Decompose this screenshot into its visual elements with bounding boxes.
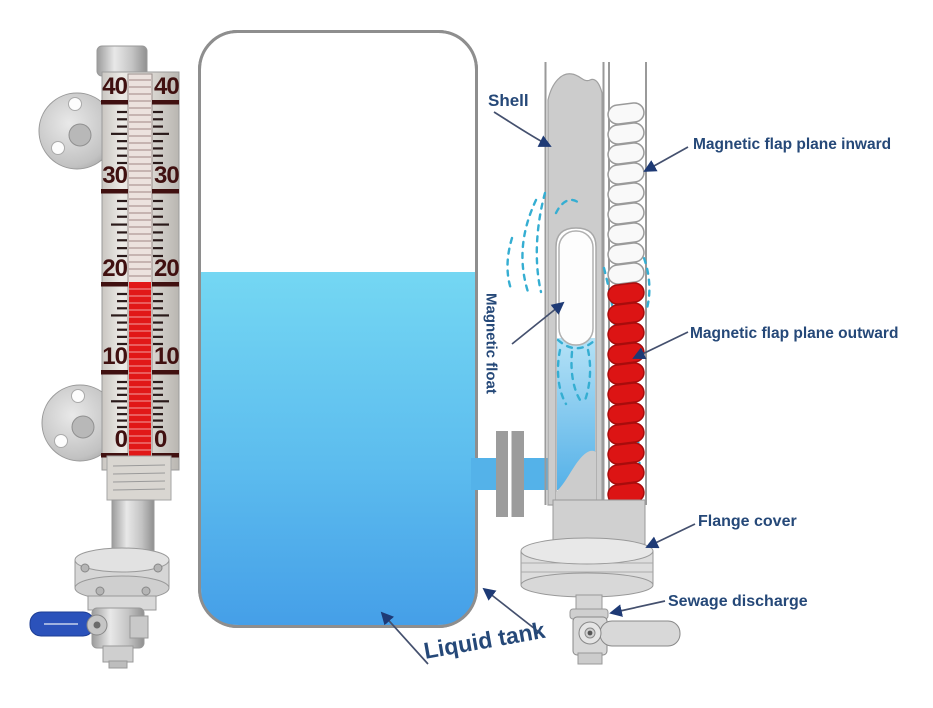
sewage-valve-handle [599, 620, 681, 647]
scale-value-right-0: 0 [154, 426, 167, 453]
label-shell: Shell [488, 91, 529, 110]
scale-value-right-30: 30 [154, 162, 180, 189]
flap-red [607, 302, 645, 325]
scale-value-left-0: 0 [114, 426, 128, 453]
flap-white [607, 202, 645, 225]
gauge-red-indicator [129, 282, 151, 456]
magnetic-float-arrow [511, 301, 565, 345]
flap-white [607, 102, 645, 125]
liquid-tank-arrow-left [380, 611, 429, 665]
flap-outward-arrow [632, 331, 689, 360]
flap-red [607, 462, 645, 485]
scale-value-right-10: 10 [154, 343, 180, 370]
tank-liquid [201, 272, 475, 625]
flap-inward-arrow [643, 146, 689, 172]
gauge-scale-marks [101, 100, 179, 458]
cutaway-schematic [506, 62, 681, 665]
connecting-pipe [471, 431, 558, 517]
annotation-arrows [380, 111, 696, 665]
window-bottom [556, 450, 596, 505]
flap-red [607, 382, 645, 405]
flap-red [607, 342, 645, 365]
magnetic-float-shape [558, 230, 594, 346]
sewage-valve [569, 594, 681, 665]
scale-value-left-10: 10 [102, 343, 128, 370]
scale-value-left-20: 20 [102, 255, 128, 282]
flap-white [607, 222, 645, 245]
flap-white [607, 242, 645, 265]
scale-value-left-40: 40 [102, 73, 128, 100]
liquid-tank-arrow-right [482, 587, 545, 637]
label-magnetic-float: Magnetic float [482, 293, 500, 394]
flap-red [607, 282, 645, 305]
flap-red [607, 422, 645, 445]
flap-red [607, 362, 645, 385]
scale-value-left-30: 30 [102, 162, 128, 189]
flap-column [607, 102, 645, 505]
gauge-bottom-assembly [29, 499, 170, 669]
gauge-photo [29, 45, 180, 669]
flap-white [607, 122, 645, 145]
label-flap-outward: Magnetic flap plane outward [690, 325, 899, 342]
sewage-arrow [609, 600, 666, 617]
flap-red [607, 402, 645, 425]
gauge-nameplate [106, 455, 172, 501]
scale-value-right-40: 40 [154, 73, 180, 100]
flange-cover-arrow [645, 523, 696, 549]
label-flap-inward: Magnetic flap plane inward [693, 136, 892, 153]
flange-cover-shape [520, 537, 654, 598]
flap-white [607, 262, 645, 285]
liquid-tank [198, 30, 478, 628]
gauge-indicator-channel [127, 73, 153, 469]
label-flange-cover: Flange cover [698, 513, 797, 530]
label-sewage-discharge: Sewage discharge [668, 593, 808, 610]
flap-white [607, 162, 645, 185]
flap-white [607, 142, 645, 165]
scale-value-right-20: 20 [154, 255, 180, 282]
flap-white [607, 182, 645, 205]
shell-arrow [493, 111, 552, 147]
flap-red [607, 442, 645, 465]
flap-red [607, 322, 645, 345]
